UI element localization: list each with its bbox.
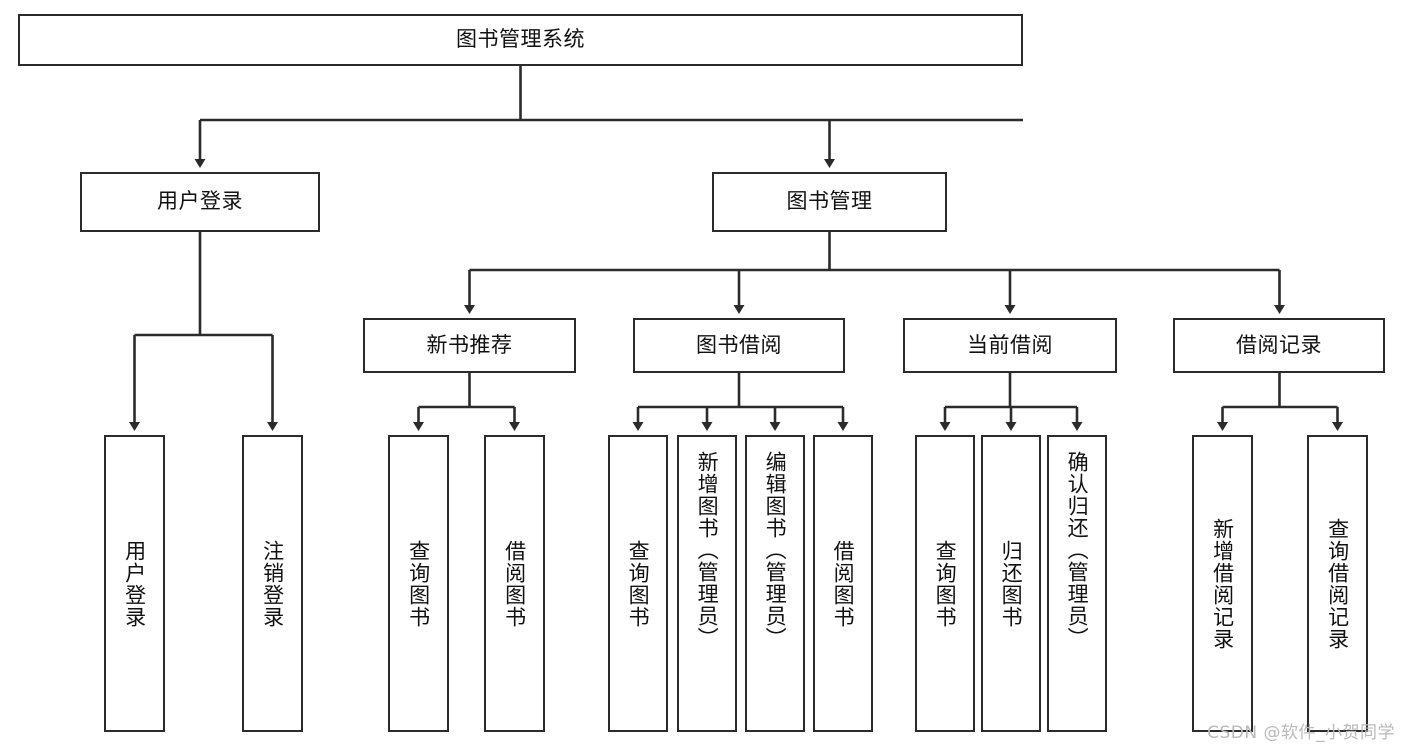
node-current-borrow[interactable]: 当前借阅: [903, 318, 1117, 373]
node-leaf-return-book-label: 归还图书: [999, 539, 1024, 628]
node-user-login-label: 用户登录: [157, 189, 243, 214]
node-leaf-add-book[interactable]: 新增图书（管理员）: [677, 435, 737, 732]
node-leaf-borrow-book-1[interactable]: 借阅图书: [484, 435, 545, 732]
node-book-management[interactable]: 图书管理: [712, 172, 947, 232]
node-leaf-user-logout[interactable]: 注销登录: [242, 435, 303, 732]
node-book-borrow-label: 图书借阅: [696, 332, 782, 357]
node-book-borrow[interactable]: 图书借阅: [633, 318, 845, 373]
node-current-borrow-label: 当前借阅: [967, 332, 1053, 357]
node-root[interactable]: 图书管理系统: [18, 14, 1023, 66]
connector-root-to-level2: [194, 66, 1023, 168]
node-new-book-recommend-label: 新书推荐: [426, 332, 513, 357]
node-book-management-label: 图书管理: [786, 189, 873, 214]
node-leaf-query-book-2[interactable]: 查询图书: [608, 435, 668, 732]
node-leaf-query-book-3-label: 查询图书: [933, 539, 958, 628]
node-leaf-add-borrow-record[interactable]: 新增借阅记录: [1192, 435, 1253, 732]
node-leaf-query-book-3[interactable]: 查询图书: [915, 435, 975, 732]
connector-bookborrow-to-leaves: [632, 373, 849, 431]
node-leaf-confirm-return[interactable]: 确认归还（管理员）: [1047, 435, 1107, 732]
node-leaf-query-borrow-record[interactable]: 查询借阅记录: [1307, 435, 1368, 732]
node-leaf-user-logout-label: 注销登录: [260, 539, 285, 628]
node-leaf-edit-book-label: 编辑图书（管理员）: [763, 451, 788, 649]
node-leaf-user-login-label: 用户登录: [122, 539, 147, 628]
connector-borrowrecords-to-leaves: [1217, 373, 1343, 431]
connector-newbook-to-leaves: [413, 373, 520, 431]
connector-userlogin-to-leaves: [129, 232, 278, 431]
node-leaf-confirm-return-label: 确认归还（管理员）: [1065, 451, 1090, 649]
node-leaf-borrow-book-1-label: 借阅图书: [502, 539, 527, 628]
node-user-login[interactable]: 用户登录: [80, 172, 320, 232]
node-leaf-query-book-2-label: 查询图书: [626, 539, 651, 628]
node-leaf-add-book-label: 新增图书（管理员）: [695, 451, 720, 649]
node-borrow-records[interactable]: 借阅记录: [1173, 318, 1385, 373]
node-leaf-borrow-book-2[interactable]: 借阅图书: [813, 435, 873, 732]
node-leaf-query-borrow-record-label: 查询借阅记录: [1325, 517, 1350, 650]
node-root-label: 图书管理系统: [456, 27, 585, 52]
node-leaf-query-book-1-label: 查询图书: [406, 539, 431, 628]
watermark: CSDN @软件_小贺同学: [1207, 723, 1395, 743]
node-leaf-query-book-1[interactable]: 查询图书: [388, 435, 449, 732]
node-leaf-return-book[interactable]: 归还图书: [981, 435, 1041, 732]
node-borrow-records-label: 借阅记录: [1236, 332, 1322, 357]
node-leaf-borrow-book-2-label: 借阅图书: [831, 539, 856, 628]
node-leaf-user-login[interactable]: 用户登录: [104, 435, 165, 732]
node-leaf-edit-book[interactable]: 编辑图书（管理员）: [745, 435, 805, 732]
node-leaf-add-borrow-record-label: 新增借阅记录: [1210, 517, 1235, 650]
node-new-book-recommend[interactable]: 新书推荐: [363, 318, 576, 373]
connector-bookmgmt-to-level3: [464, 232, 1285, 314]
connector-currentborrow-to-leaves: [939, 373, 1083, 431]
